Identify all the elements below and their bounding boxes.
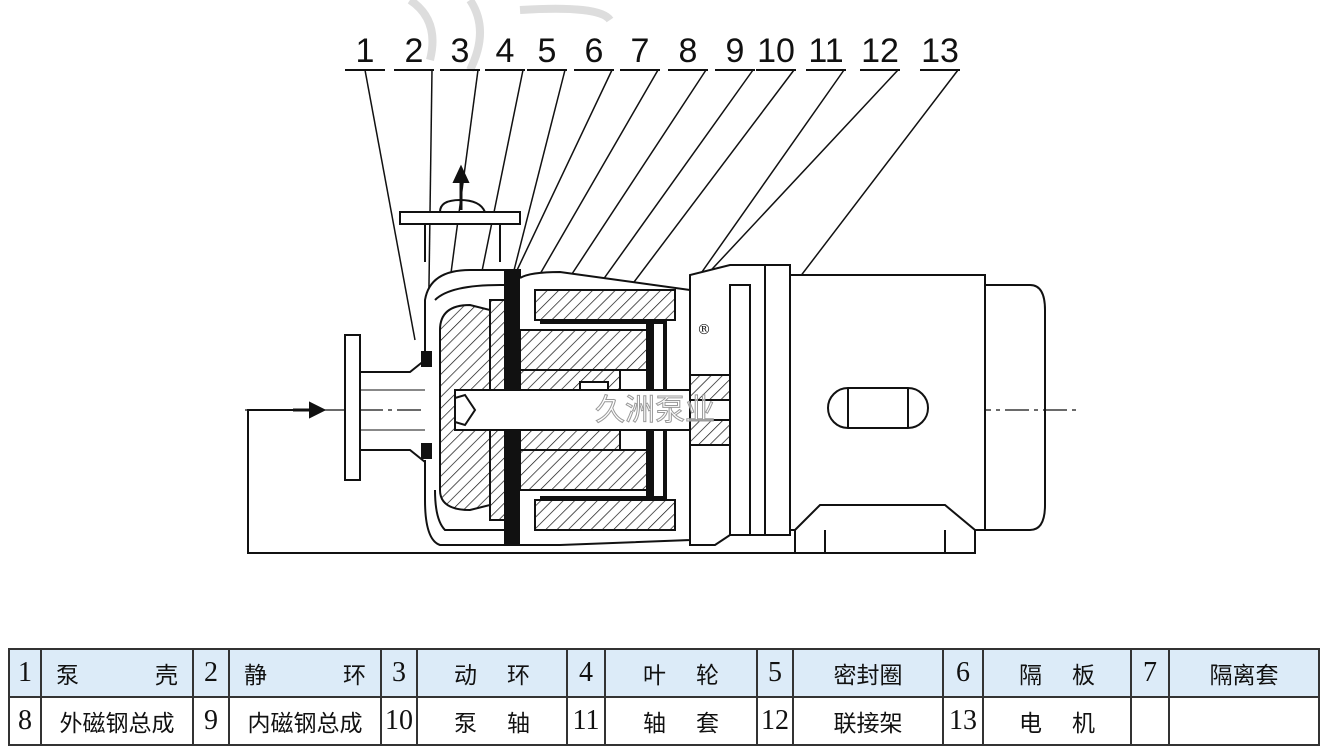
callout-number: 4	[496, 32, 515, 70]
part-number: 2	[192, 648, 230, 698]
part-number: 5	[756, 648, 794, 698]
part-name: 隔离套	[1168, 648, 1320, 698]
part-name: 电机	[982, 696, 1132, 746]
callout-number: 12	[861, 32, 899, 70]
part-number: 10	[380, 696, 418, 746]
part-name: 密封圈	[792, 648, 944, 698]
part-name	[1168, 696, 1320, 746]
pump-shaft	[454, 389, 731, 431]
part-name: 动环	[416, 648, 568, 698]
callout-leader-line	[789, 69, 959, 291]
part-name: 轴套	[604, 696, 758, 746]
part-name: 外磁钢总成	[40, 696, 194, 746]
watermark	[407, 0, 614, 72]
callout-number: 9	[726, 32, 745, 70]
inlet-flange	[344, 334, 426, 481]
part-number	[1130, 696, 1170, 746]
part-number: 3	[380, 648, 418, 698]
callout-number: 10	[757, 32, 795, 70]
part-name: 叶轮	[604, 648, 758, 698]
part-number: 7	[1130, 648, 1170, 698]
callout-number: 11	[808, 32, 843, 70]
part-number: 12	[756, 696, 794, 746]
callout-number: 6	[585, 32, 604, 70]
outlet-arrow-icon	[452, 164, 470, 210]
callout-number: 8	[679, 32, 698, 70]
part-name: 内磁钢总成	[228, 696, 382, 746]
part-number: 9	[192, 696, 230, 746]
return-pipe-line	[247, 409, 975, 554]
callout-number: 3	[451, 32, 470, 70]
callout-leader-line	[524, 69, 659, 301]
part-name: 泵轴	[416, 696, 568, 746]
inlet-arrow-icon	[293, 401, 327, 419]
callout-number: 1	[356, 32, 375, 70]
part-number: 8	[8, 696, 42, 746]
callout-number: 13	[921, 32, 959, 70]
part-name: 隔板	[982, 648, 1132, 698]
callout-number: 2	[405, 32, 424, 70]
part-name: 泵壳	[40, 648, 194, 698]
callout-leader-line	[364, 69, 416, 341]
part-number: 4	[566, 648, 606, 698]
part-name: 静环	[228, 648, 382, 698]
part-number: 13	[942, 696, 984, 746]
motor	[789, 274, 1046, 554]
watermark-text: 久洲泵业	[595, 393, 715, 428]
callout-leader-line	[699, 69, 899, 283]
part-number: 6	[942, 648, 984, 698]
part-number: 11	[566, 696, 606, 746]
part-number: 1	[8, 648, 42, 698]
callout-number: 7	[631, 32, 650, 70]
outlet-flange	[399, 198, 521, 262]
coupling-bracket	[689, 264, 791, 546]
part-name: 联接架	[792, 696, 944, 746]
callout-number: 5	[538, 32, 557, 70]
registered-mark: ®	[697, 322, 711, 338]
callout-leader-line	[509, 69, 613, 286]
